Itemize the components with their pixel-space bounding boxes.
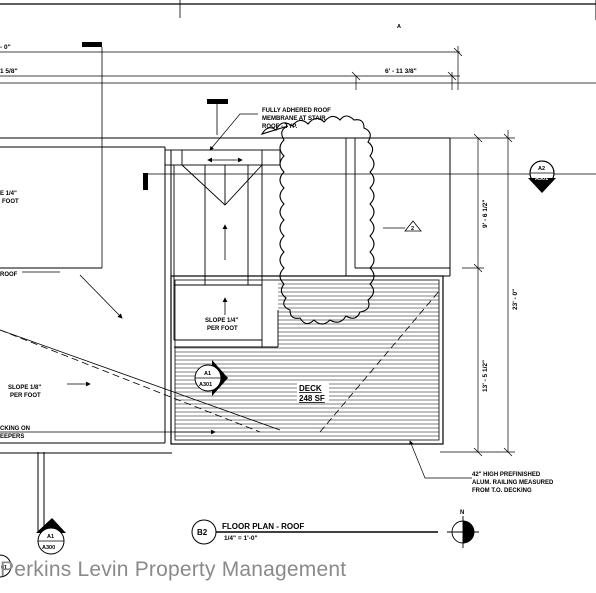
svg-text:CKING ON: CKING ON: [0, 426, 30, 432]
svg-text:ALUM. RAILING MEASURED: ALUM. RAILING MEASURED: [472, 480, 554, 486]
note-slope-lower: SLOPE 1/8" PER FOOT: [8, 385, 41, 399]
section-bar-markers: [82, 42, 228, 190]
dim-top-partial: - 0": [0, 44, 11, 51]
slope-lines: [0, 271, 441, 435]
right-structure: [345, 138, 450, 277]
svg-text:PER FOOT: PER FOOT: [207, 326, 238, 332]
svg-text:ROOF - TYP.: ROOF - TYP.: [262, 124, 298, 130]
svg-text:A1: A1: [47, 534, 54, 540]
note-slope-stair: SLOPE 1/4" PER FOOT: [205, 318, 238, 332]
stair-opening: [164, 149, 281, 348]
section-tag-a1-deck: A1 A301: [194, 360, 228, 396]
svg-text:FOOT: FOOT: [2, 199, 19, 205]
sheet-border: [0, 0, 596, 20]
revision-triangle: 2: [404, 220, 422, 232]
drawing-title: FLOOR PLAN - ROOF: [222, 522, 304, 531]
svg-text:A2: A2: [538, 166, 545, 172]
svg-text:42" HIGH PREFINISHED: 42" HIGH PREFINISHED: [472, 472, 541, 478]
section-tag-a2: A2 A301: [528, 160, 556, 193]
svg-text:A301: A301: [199, 382, 212, 388]
deck-label: DECK 248 SF: [297, 382, 329, 403]
revision-cloud: [260, 115, 375, 325]
grid-letter: A: [397, 24, 401, 30]
svg-text:DECK: DECK: [299, 384, 322, 393]
note-decking: CKING ON EEPERS: [0, 426, 30, 440]
section-tag-edge-partial: 01: [0, 554, 12, 578]
watermark: Perkins Levin Property Management: [0, 558, 347, 581]
deck-boards: [175, 283, 439, 437]
leaders: [209, 113, 472, 479]
svg-text:MEMBRANE AT STAIR: MEMBRANE AT STAIR: [262, 116, 326, 122]
section-tag-a1-bottom: A1 A300: [36, 518, 66, 555]
note-membrane: FULLY ADHERED ROOF MEMBRANE AT STAIR ROO…: [262, 108, 331, 130]
dim-right-width: 6' - 11 3/8": [385, 68, 417, 75]
top-dimension-lines: [0, 46, 596, 90]
svg-text:248 SF: 248 SF: [299, 394, 325, 403]
deck: [170, 275, 444, 445]
right-dimension-lines: [148, 130, 596, 457]
note-railing: 42" HIGH PREFINISHED ALUM. RAILING MEASU…: [472, 472, 554, 494]
note-slope-left: E 1/4" FOOT: [0, 191, 19, 205]
stair-arrows: [207, 157, 243, 315]
marker-lines: [101, 47, 218, 268]
svg-text:FROM T.O. DECKING: FROM T.O. DECKING: [472, 488, 532, 494]
dim-second-partial: 1 5/8": [0, 68, 18, 75]
dim-lower-right: 13' - 5 1/2": [482, 360, 489, 392]
svg-text:SLOPE 1/4": SLOPE 1/4": [205, 318, 238, 324]
dim-upper-right: 9' - 6 1/2": [482, 200, 489, 228]
revision-number: 2: [411, 226, 414, 232]
north-label: N: [460, 510, 464, 516]
svg-text:EEPERS: EEPERS: [0, 434, 24, 440]
drawing-scale: 1/4" = 1'-0": [224, 535, 258, 542]
note-roof-left: ROOF: [0, 272, 18, 278]
title-tag: B2: [197, 528, 208, 537]
svg-text:A1: A1: [204, 371, 211, 377]
svg-text:FULLY ADHERED ROOF: FULLY ADHERED ROOF: [262, 108, 331, 114]
north-arrow-icon: N: [447, 510, 479, 548]
svg-text:01: 01: [1, 565, 7, 571]
dim-overall: 23' - 0": [512, 289, 519, 310]
svg-text:E 1/4": E 1/4": [0, 191, 17, 197]
svg-text:PER FOOT: PER FOOT: [10, 393, 41, 399]
svg-text:SLOPE 1/8": SLOPE 1/8": [8, 385, 41, 391]
drawing-title-block: B2 FLOOR PLAN - ROOF 1/4" = 1'-0": [191, 519, 438, 545]
svg-text:A301: A301: [535, 176, 548, 182]
svg-text:A300: A300: [42, 545, 55, 551]
